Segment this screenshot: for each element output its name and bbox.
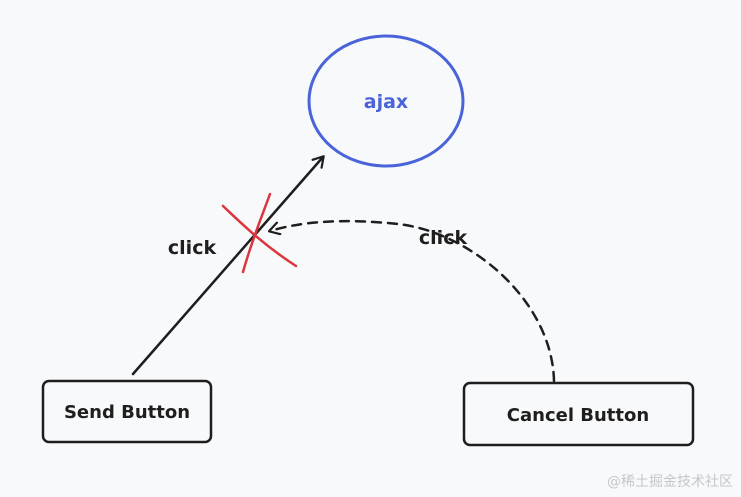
ajax-label: ajax bbox=[364, 91, 408, 113]
edge-send-to-ajax: click bbox=[131, 157, 323, 376]
cancel-button-node: Cancel Button bbox=[462, 381, 695, 447]
send-button-node: Send Button bbox=[41, 379, 213, 444]
send-button-label: Send Button bbox=[64, 402, 190, 423]
edge-cancel-to-send: click bbox=[270, 219, 556, 383]
send-arrow bbox=[131, 157, 323, 376]
cancel-button-box bbox=[462, 381, 695, 447]
send-edge-label: click bbox=[168, 237, 217, 259]
cancel-edge-label: click bbox=[419, 227, 468, 249]
ajax-node: ajax bbox=[307, 34, 465, 168]
cancel-x-stroke-2 bbox=[241, 192, 272, 274]
cancel-x-mark bbox=[221, 192, 298, 274]
cancel-button-label: Cancel Button bbox=[507, 405, 649, 426]
send-button-box bbox=[41, 379, 213, 444]
watermark: @稀土掘金技术社区 bbox=[607, 474, 733, 490]
ajax-ellipse bbox=[307, 34, 465, 168]
cancel-x-stroke-1 bbox=[221, 204, 298, 268]
cancel-dashed-arrow bbox=[270, 219, 556, 383]
